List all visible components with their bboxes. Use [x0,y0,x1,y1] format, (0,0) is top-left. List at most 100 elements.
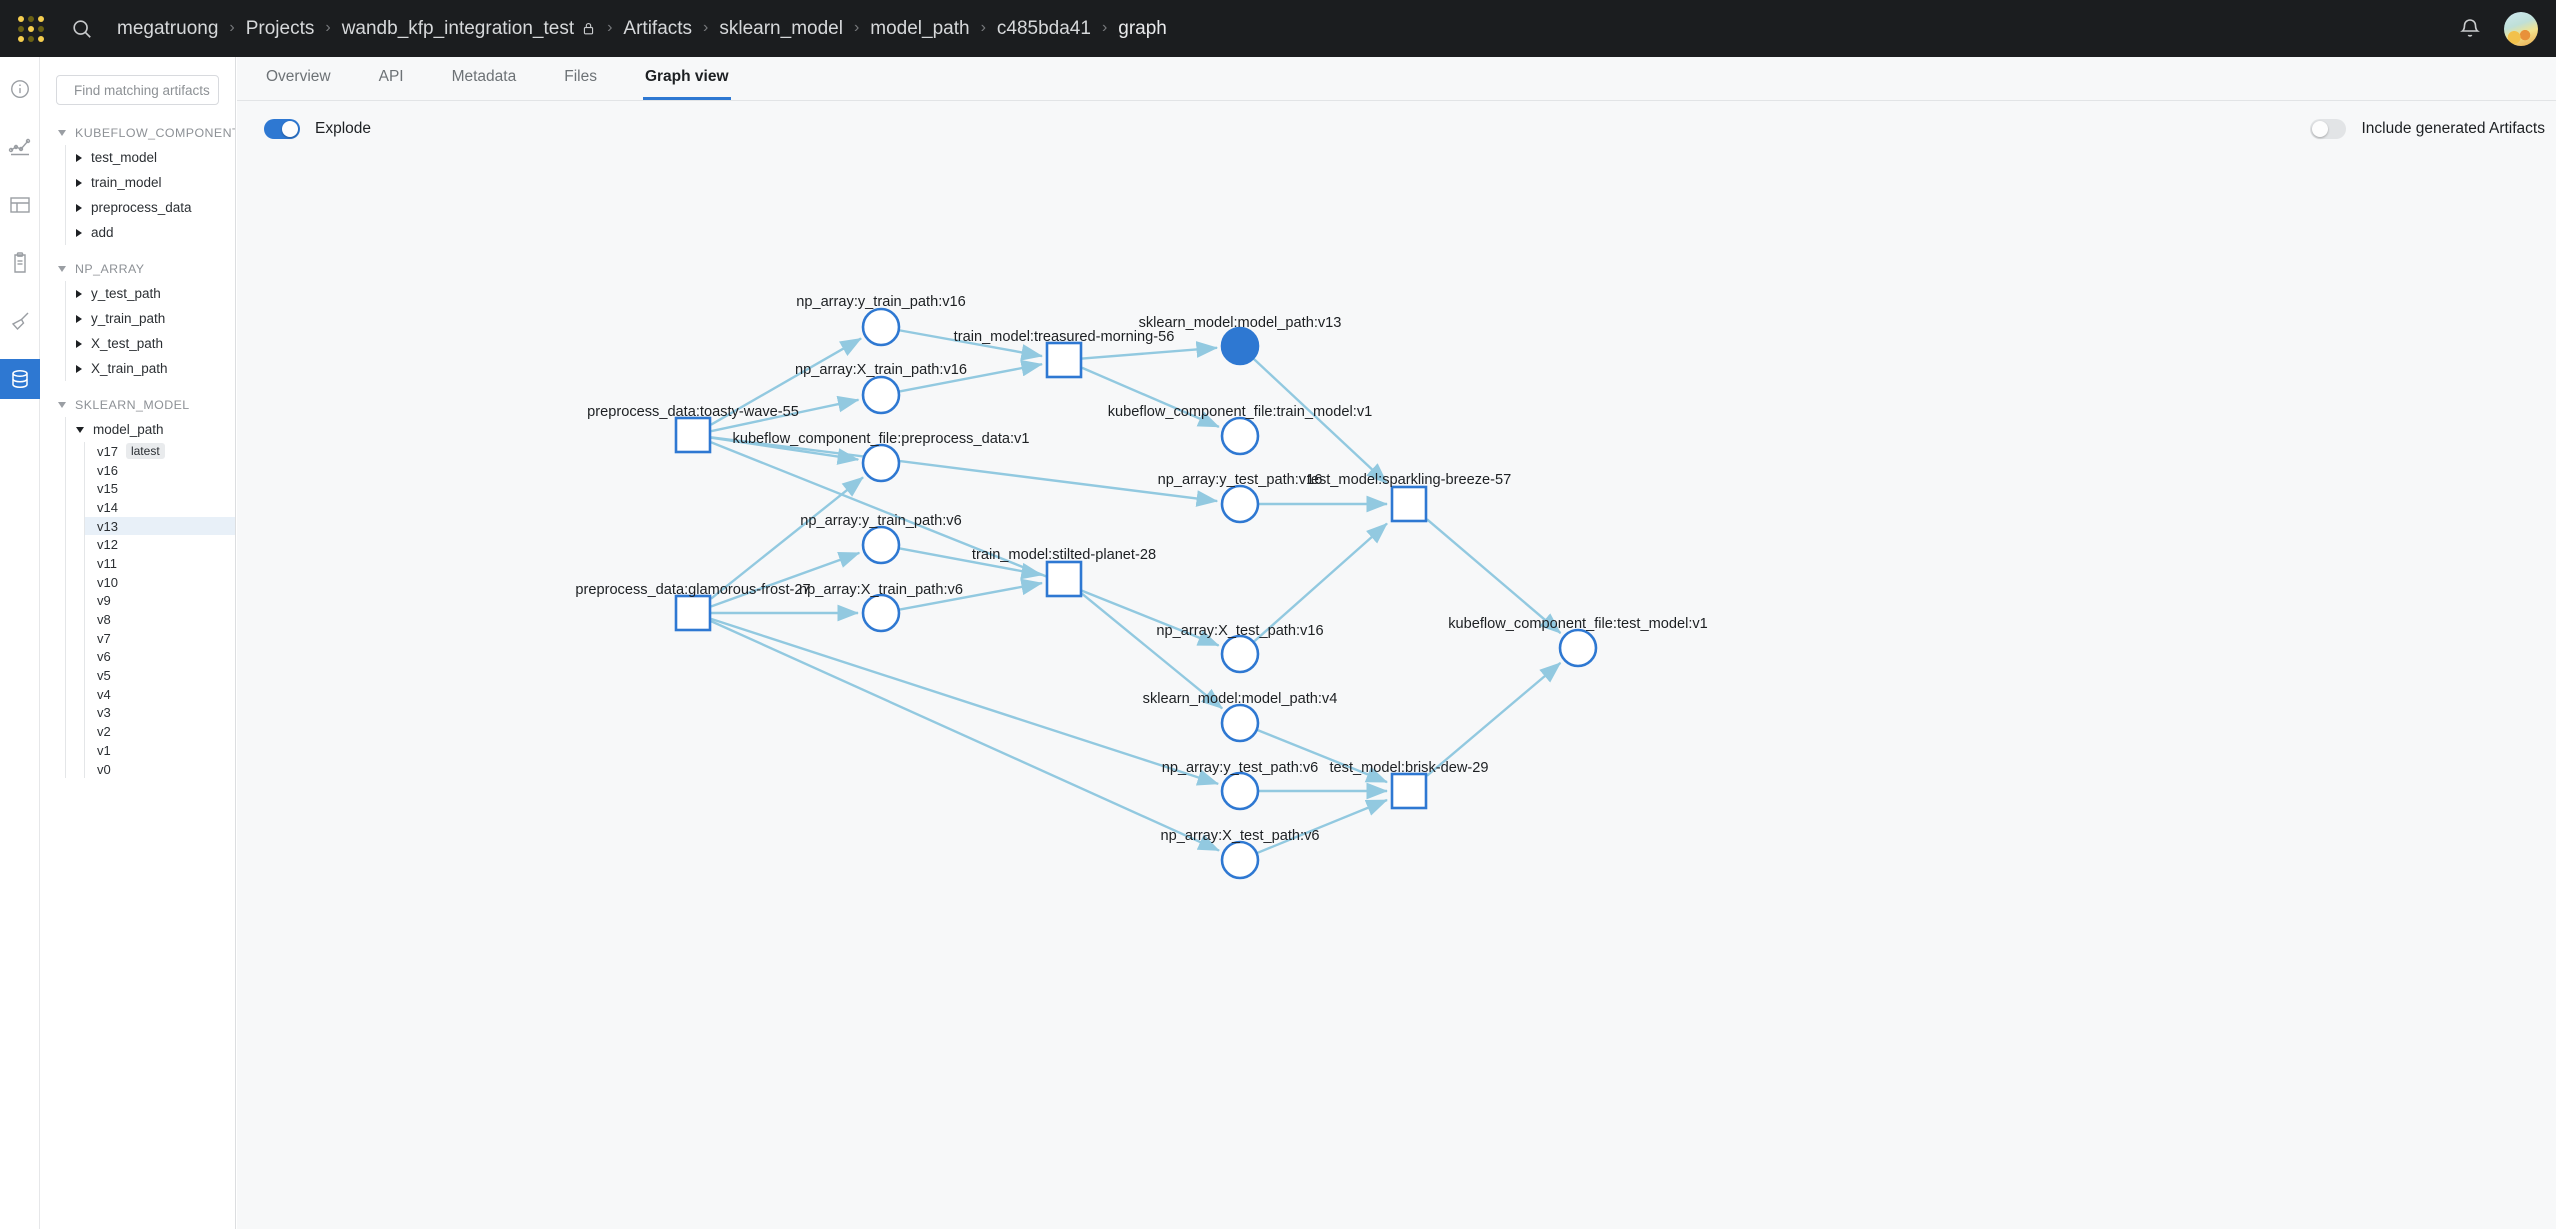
graph-node-label-n_train56: train_model:treasured-morning-56 [953,329,1175,345]
graph-node-label-n_xtrain6: np_array:X_train_path:v6 [799,582,963,598]
tree-item-label: add [91,225,114,240]
apps-grid-icon[interactable] [11,9,51,49]
version-item-v12[interactable]: v12 [85,535,235,554]
breadcrumb-item-wandb-kfp-integration-test[interactable]: wandb_kfp_integration_test [341,17,575,39]
include-generated-artifacts-toggle[interactable]: Include generated Artifacts [2310,119,2545,139]
version-item-v9[interactable]: v9 [85,592,235,611]
version-label: v1 [97,742,111,758]
graph-node-n_xtest16[interactable] [1220,634,1260,674]
tab-metadata[interactable]: Metadata [451,68,517,85]
graph-node-n_ytrain16[interactable] [861,307,901,347]
version-item-v8[interactable]: v8 [85,610,235,629]
tree-item-X_test_path[interactable]: X_test_path [66,331,235,356]
version-label: v12 [97,537,118,553]
version-label: v17 [97,443,118,459]
tree-item-X_train_path[interactable]: X_train_path [66,356,235,381]
version-item-v2[interactable]: v2 [85,722,235,741]
version-item-v1[interactable]: v1 [85,741,235,760]
artifact-lineage-graph[interactable]: np_array:y_train_path:v16 train_model:tre… [237,157,2556,1229]
breadcrumb-item-sklearn-model[interactable]: sklearn_model [719,17,843,39]
tree-item-label: model_path [93,422,164,437]
version-item-v15[interactable]: v15 [85,479,235,498]
graph-node-n_glam27[interactable] [674,594,712,632]
graph-node-n_kfptest[interactable] [1558,628,1598,668]
graph-node-label-n_xtrain16: np_array:X_train_path:v16 [795,362,967,378]
clipboard-icon[interactable] [0,243,40,283]
tree-item-add[interactable]: add [66,220,235,245]
graph-node-n_xtrain6[interactable] [861,593,901,633]
version-item-v5[interactable]: v5 [85,666,235,685]
line-chart-icon[interactable] [0,127,40,167]
version-item-v11[interactable]: v11 [85,554,235,573]
tree-item-y_test_path[interactable]: y_test_path [66,281,235,306]
explode-toggle-switch[interactable] [264,119,300,139]
tree-item-y_train_path[interactable]: y_train_path [66,306,235,331]
version-item-v3[interactable]: v3 [85,704,235,723]
graph-node-n_stilted28[interactable] [1045,560,1083,598]
tab-files[interactable]: Files [564,68,597,85]
version-label: v2 [97,724,111,740]
graph-node-n_ytest6[interactable] [1220,771,1260,811]
breadcrumb-item-projects[interactable]: Projects [245,17,315,39]
breadcrumb: megatruong›Projects›wandb_kfp_integratio… [117,18,1167,40]
database-artifacts-icon[interactable] [0,359,40,399]
explode-toggle[interactable]: Explode [264,119,371,139]
search-icon[interactable] [61,8,103,50]
graph-node-n_kfppre[interactable] [861,443,901,483]
tree-group-kubeflow-component-[interactable]: KUBEFLOW_COMPONENT... [40,121,235,145]
tree-group-spacer [40,381,235,393]
graph-node-label-n_glam27: preprocess_data:glamorous-frost-27 [575,582,811,598]
graph-node-n_brisk29[interactable] [1390,772,1428,810]
graph-node-n_xtest6[interactable] [1220,840,1260,880]
tree-item-test_model[interactable]: test_model [66,145,235,170]
tree-group-label: KUBEFLOW_COMPONENT... [75,126,235,140]
broom-sweep-icon[interactable] [0,301,40,341]
version-item-v14[interactable]: v14 [85,498,235,517]
breadcrumb-item-model-path[interactable]: model_path [870,17,970,39]
include-generated-toggle-switch[interactable] [2310,119,2347,139]
search-input[interactable] [72,81,212,99]
artifact-search-box[interactable] [56,75,219,105]
chevron-down-icon [58,402,66,408]
version-item-v0[interactable]: v0 [85,760,235,779]
graph-node-n_ytest16[interactable] [1220,484,1260,524]
breadcrumb-item-c485bda41[interactable]: c485bda41 [996,17,1091,39]
breadcrumb-item-megatruong[interactable]: megatruong [117,17,219,39]
version-item-v13[interactable]: v13 [85,516,235,536]
graph-node-n_kfptrain[interactable] [1220,416,1260,456]
notifications-bell-icon[interactable] [2458,17,2482,41]
version-item-v4[interactable]: v4 [85,685,235,704]
tab-api[interactable]: API [378,68,404,85]
graph-node-n_toasty55[interactable] [674,416,712,454]
graph-node-n_train56[interactable] [1045,341,1083,379]
version-item-v7[interactable]: v7 [85,629,235,648]
graph-node-n_spark57[interactable] [1390,485,1428,523]
breadcrumb-separator: › [607,18,613,36]
breadcrumb-item-graph[interactable]: graph [1118,17,1167,39]
tab-graph-view[interactable]: Graph view [642,68,731,100]
info-circle-icon[interactable] [0,69,40,109]
table-icon[interactable] [0,185,40,225]
version-item-v16[interactable]: v16 [85,461,235,480]
tree-item-model_path[interactable]: model_path [66,417,235,442]
version-item-v10[interactable]: v10 [85,573,235,592]
graph-node-label-n_kfptrain: kubeflow_component_file:train_model:v1 [1107,404,1373,420]
chevron-right-icon [76,314,82,323]
breadcrumb-item-artifacts[interactable]: Artifacts [623,17,693,39]
tree-item-preprocess_data[interactable]: preprocess_data [66,195,235,220]
graph-edge [1253,522,1388,643]
tree-item-train_model[interactable]: train_model [66,170,235,195]
version-item-v6[interactable]: v6 [85,648,235,667]
graph-node-n_ytrain6[interactable] [861,525,901,565]
graph-node-n_xtrain16[interactable] [861,375,901,415]
graph-node-n_model4[interactable] [1220,703,1260,743]
tree-group-np-array[interactable]: NP_ARRAY [40,257,235,281]
graph-node-label-n_ytrain16: np_array:y_train_path:v16 [796,294,966,310]
graph-node-n_model13[interactable] [1220,326,1260,366]
version-label: v13 [97,518,118,534]
tab-overview[interactable]: Overview [266,68,331,85]
tree-group-sklearn-model[interactable]: SKLEARN_MODEL [40,393,235,417]
avatar[interactable] [2504,11,2538,46]
